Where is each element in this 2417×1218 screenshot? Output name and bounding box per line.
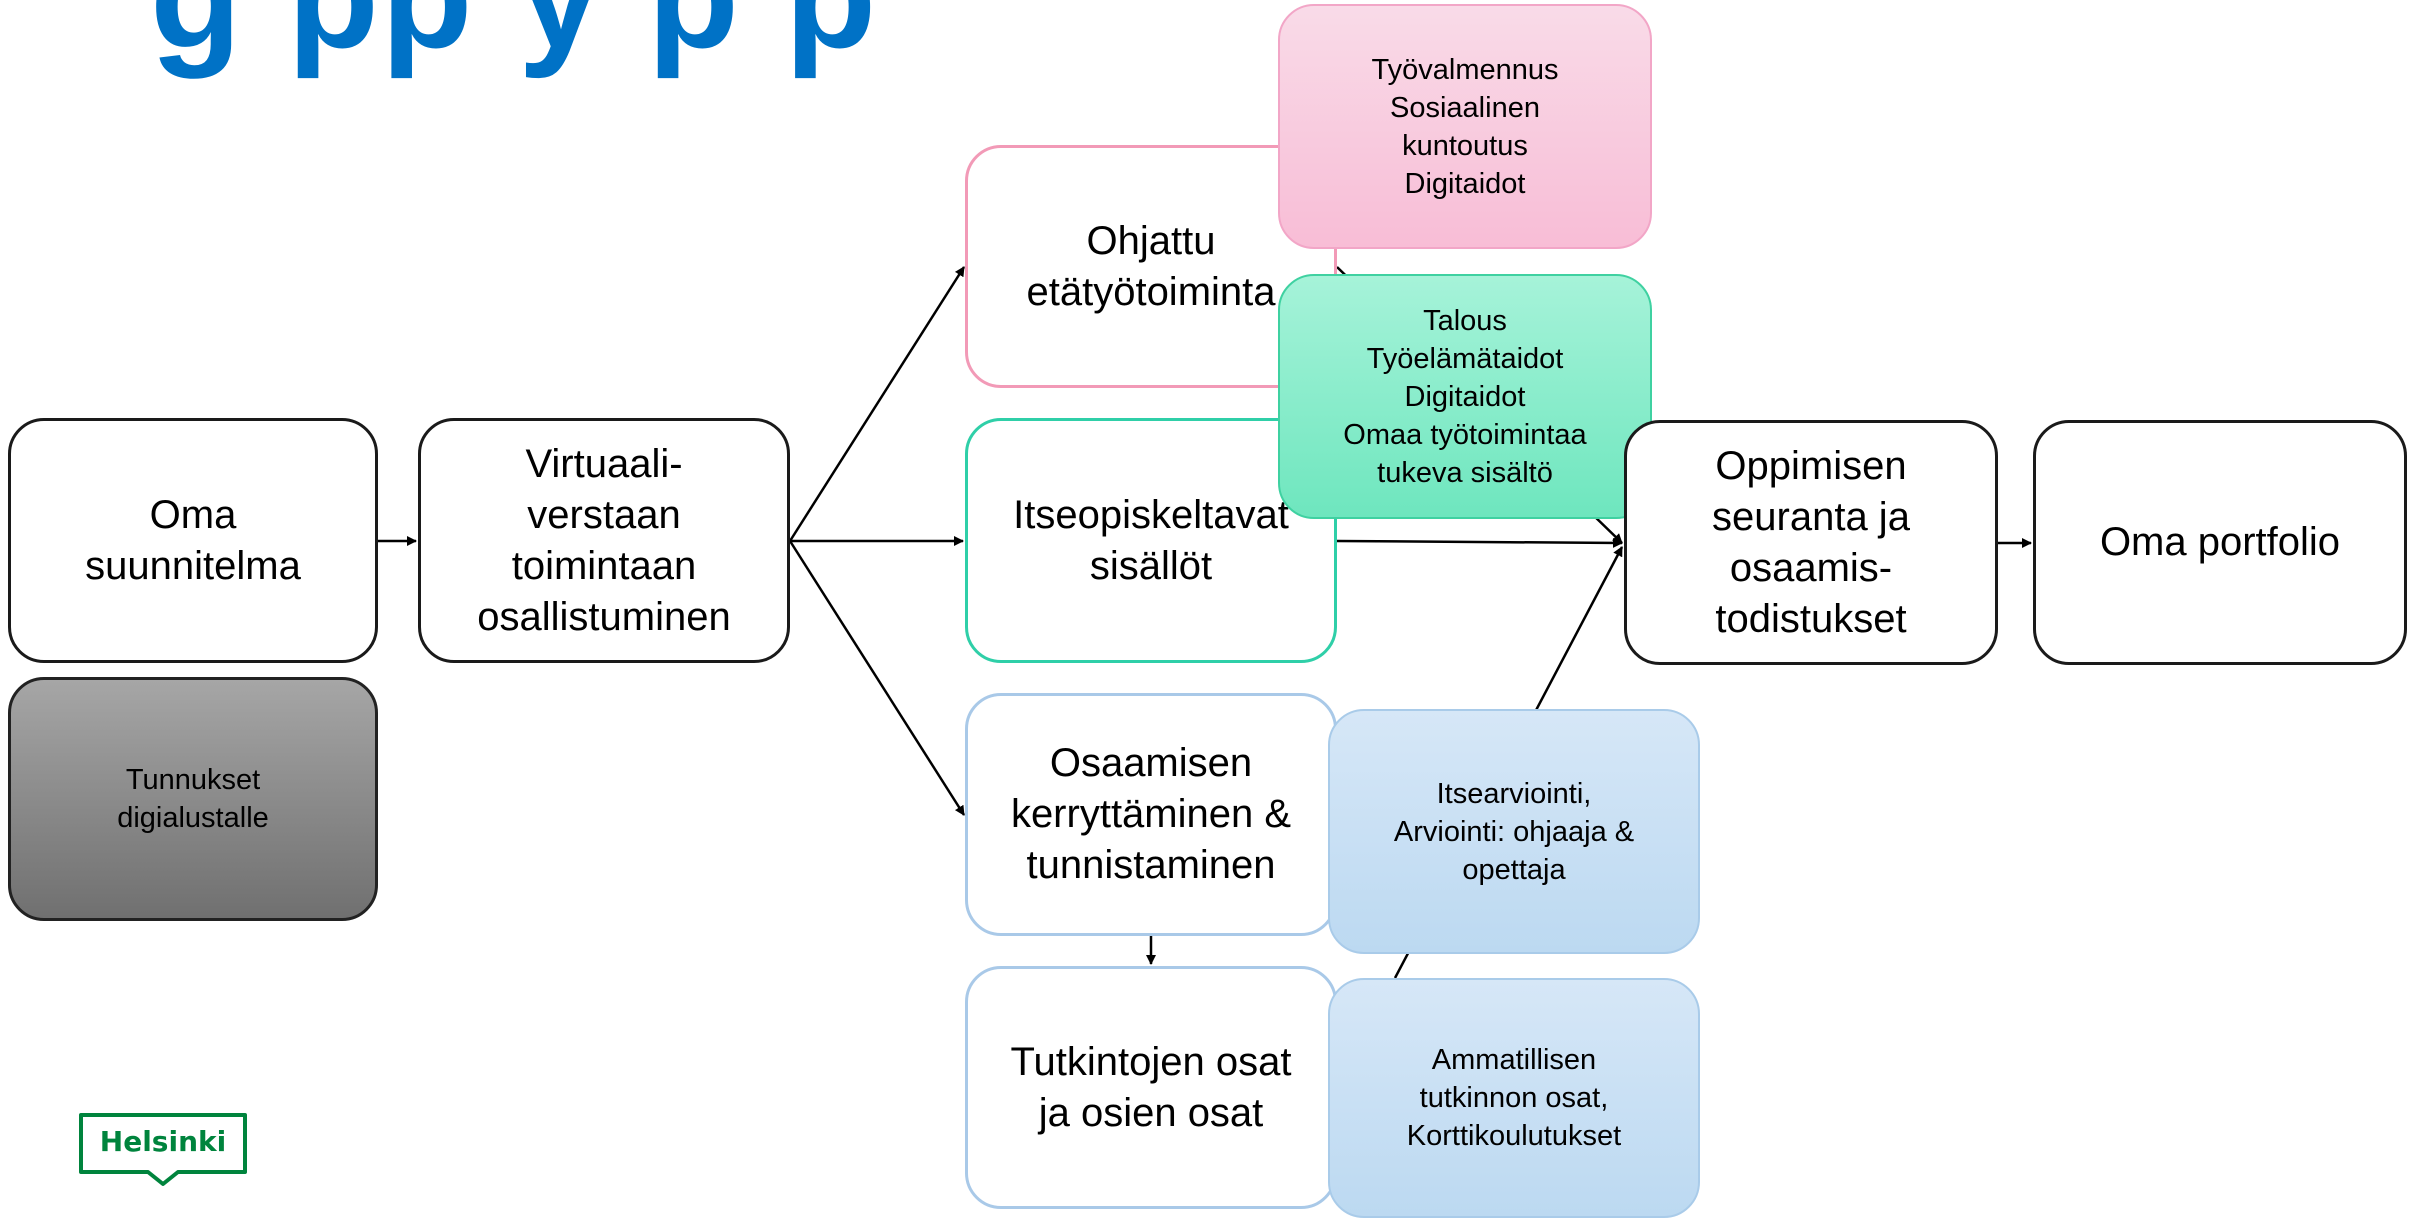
note-line: Talous: [1423, 304, 1507, 337]
note-ammatillisen: Ammatillisen tutkinnon osat, Korttikoulu…: [1328, 978, 1700, 1218]
node-tunnukset: Tunnukset digialustalle: [8, 677, 378, 921]
arrow-virtuaali-to-osaamisen: [788, 540, 966, 816]
node-line: todistukset: [1715, 596, 1907, 641]
page-title-partial: g pp y p p: [150, 0, 878, 70]
helsinki-shield-icon: [79, 1113, 247, 1186]
node-line: Osaamisen: [1049, 741, 1253, 785]
node-line: digialustalle: [117, 802, 269, 834]
note-arviointi: Itsearviointi, Arviointi: ohjaaja & opet…: [1328, 709, 1700, 954]
node-line: osallistuminen: [477, 594, 731, 639]
node-line: toimintaan: [511, 543, 697, 588]
note-line: Arviointi: ohjaaja &: [1393, 815, 1635, 848]
node-oma-suunnitelma: Oma suunnitelma: [8, 418, 378, 663]
note-line: Digitaidot: [1404, 167, 1526, 200]
note-tyovalmennus: Työvalmennus Sosiaalinen kuntoutus Digit…: [1278, 4, 1652, 249]
note-line: tukeva sisältö: [1377, 456, 1553, 489]
node-line: Tutkintojen osat: [1010, 1039, 1292, 1084]
note-line: opettaja: [1462, 853, 1566, 886]
node-line: Tunnukset: [125, 764, 261, 796]
note-line: Työelämätaidot: [1366, 342, 1564, 375]
note-line: Itsearviointi,: [1436, 777, 1592, 810]
note-talous: Talous Työelämätaidot Digitaidot Omaa ty…: [1278, 274, 1652, 519]
node-line: kerryttäminen &: [1010, 792, 1292, 836]
node-line: osaamis-: [1729, 545, 1893, 590]
node-oppimisen-seuranta: Oppimisen seuranta ja osaamis- todistuks…: [1624, 420, 1998, 665]
node-line: sisällöt: [1089, 543, 1213, 588]
node-line: Oma portfolio: [2099, 520, 2341, 564]
node-line: Ohjattu: [1086, 218, 1216, 263]
note-line: Korttikoulutukset: [1406, 1120, 1622, 1152]
node-line: Virtuaali-: [525, 441, 683, 486]
node-tutkintojen-osat: Tutkintojen osat ja osien osat: [965, 966, 1337, 1209]
note-line: tutkinnon osat,: [1419, 1082, 1609, 1114]
node-virtuaaliverstas: Virtuaali- verstaan toimintaan osallistu…: [418, 418, 790, 663]
note-line: Ammatillisen: [1431, 1044, 1597, 1076]
arrow-itseopiskeltavat-to-oppimisen: [1336, 537, 1623, 548]
node-osaamisen-kerryttaminen: Osaamisen kerryttäminen & tunnistaminen: [965, 693, 1337, 936]
node-line: Oma: [149, 492, 237, 537]
arrow-virtuaali-to-ohjattu: [788, 266, 966, 542]
helsinki-logo: Helsinki: [78, 1112, 248, 1188]
note-line: Sosiaalinen: [1390, 91, 1540, 124]
node-line: seuranta ja: [1712, 494, 1910, 539]
node-line: ja osien osat: [1038, 1090, 1264, 1135]
note-line: Työvalmennus: [1371, 53, 1559, 86]
note-line: Omaa työtoimintaa: [1343, 418, 1587, 451]
node-line: suunnitelma: [85, 543, 301, 588]
node-line: tunnistaminen: [1026, 843, 1276, 887]
node-line: Oppimisen: [1715, 443, 1907, 488]
note-line: kuntoutus: [1402, 129, 1528, 162]
node-line: verstaan: [527, 492, 681, 537]
node-line: etätyötoiminta: [1026, 269, 1276, 314]
helsinki-logo-text: Helsinki: [99, 1125, 227, 1158]
node-oma-portfolio: Oma portfolio: [2033, 420, 2407, 665]
node-itseopiskeltavat: Itseopiskeltavat sisällöt: [965, 418, 1337, 663]
node-line: Itseopiskeltavat: [1013, 492, 1289, 537]
node-ohjattu-etatyotoiminta: Ohjattu etätyötoiminta: [965, 145, 1337, 388]
note-line: Digitaidot: [1404, 380, 1526, 413]
